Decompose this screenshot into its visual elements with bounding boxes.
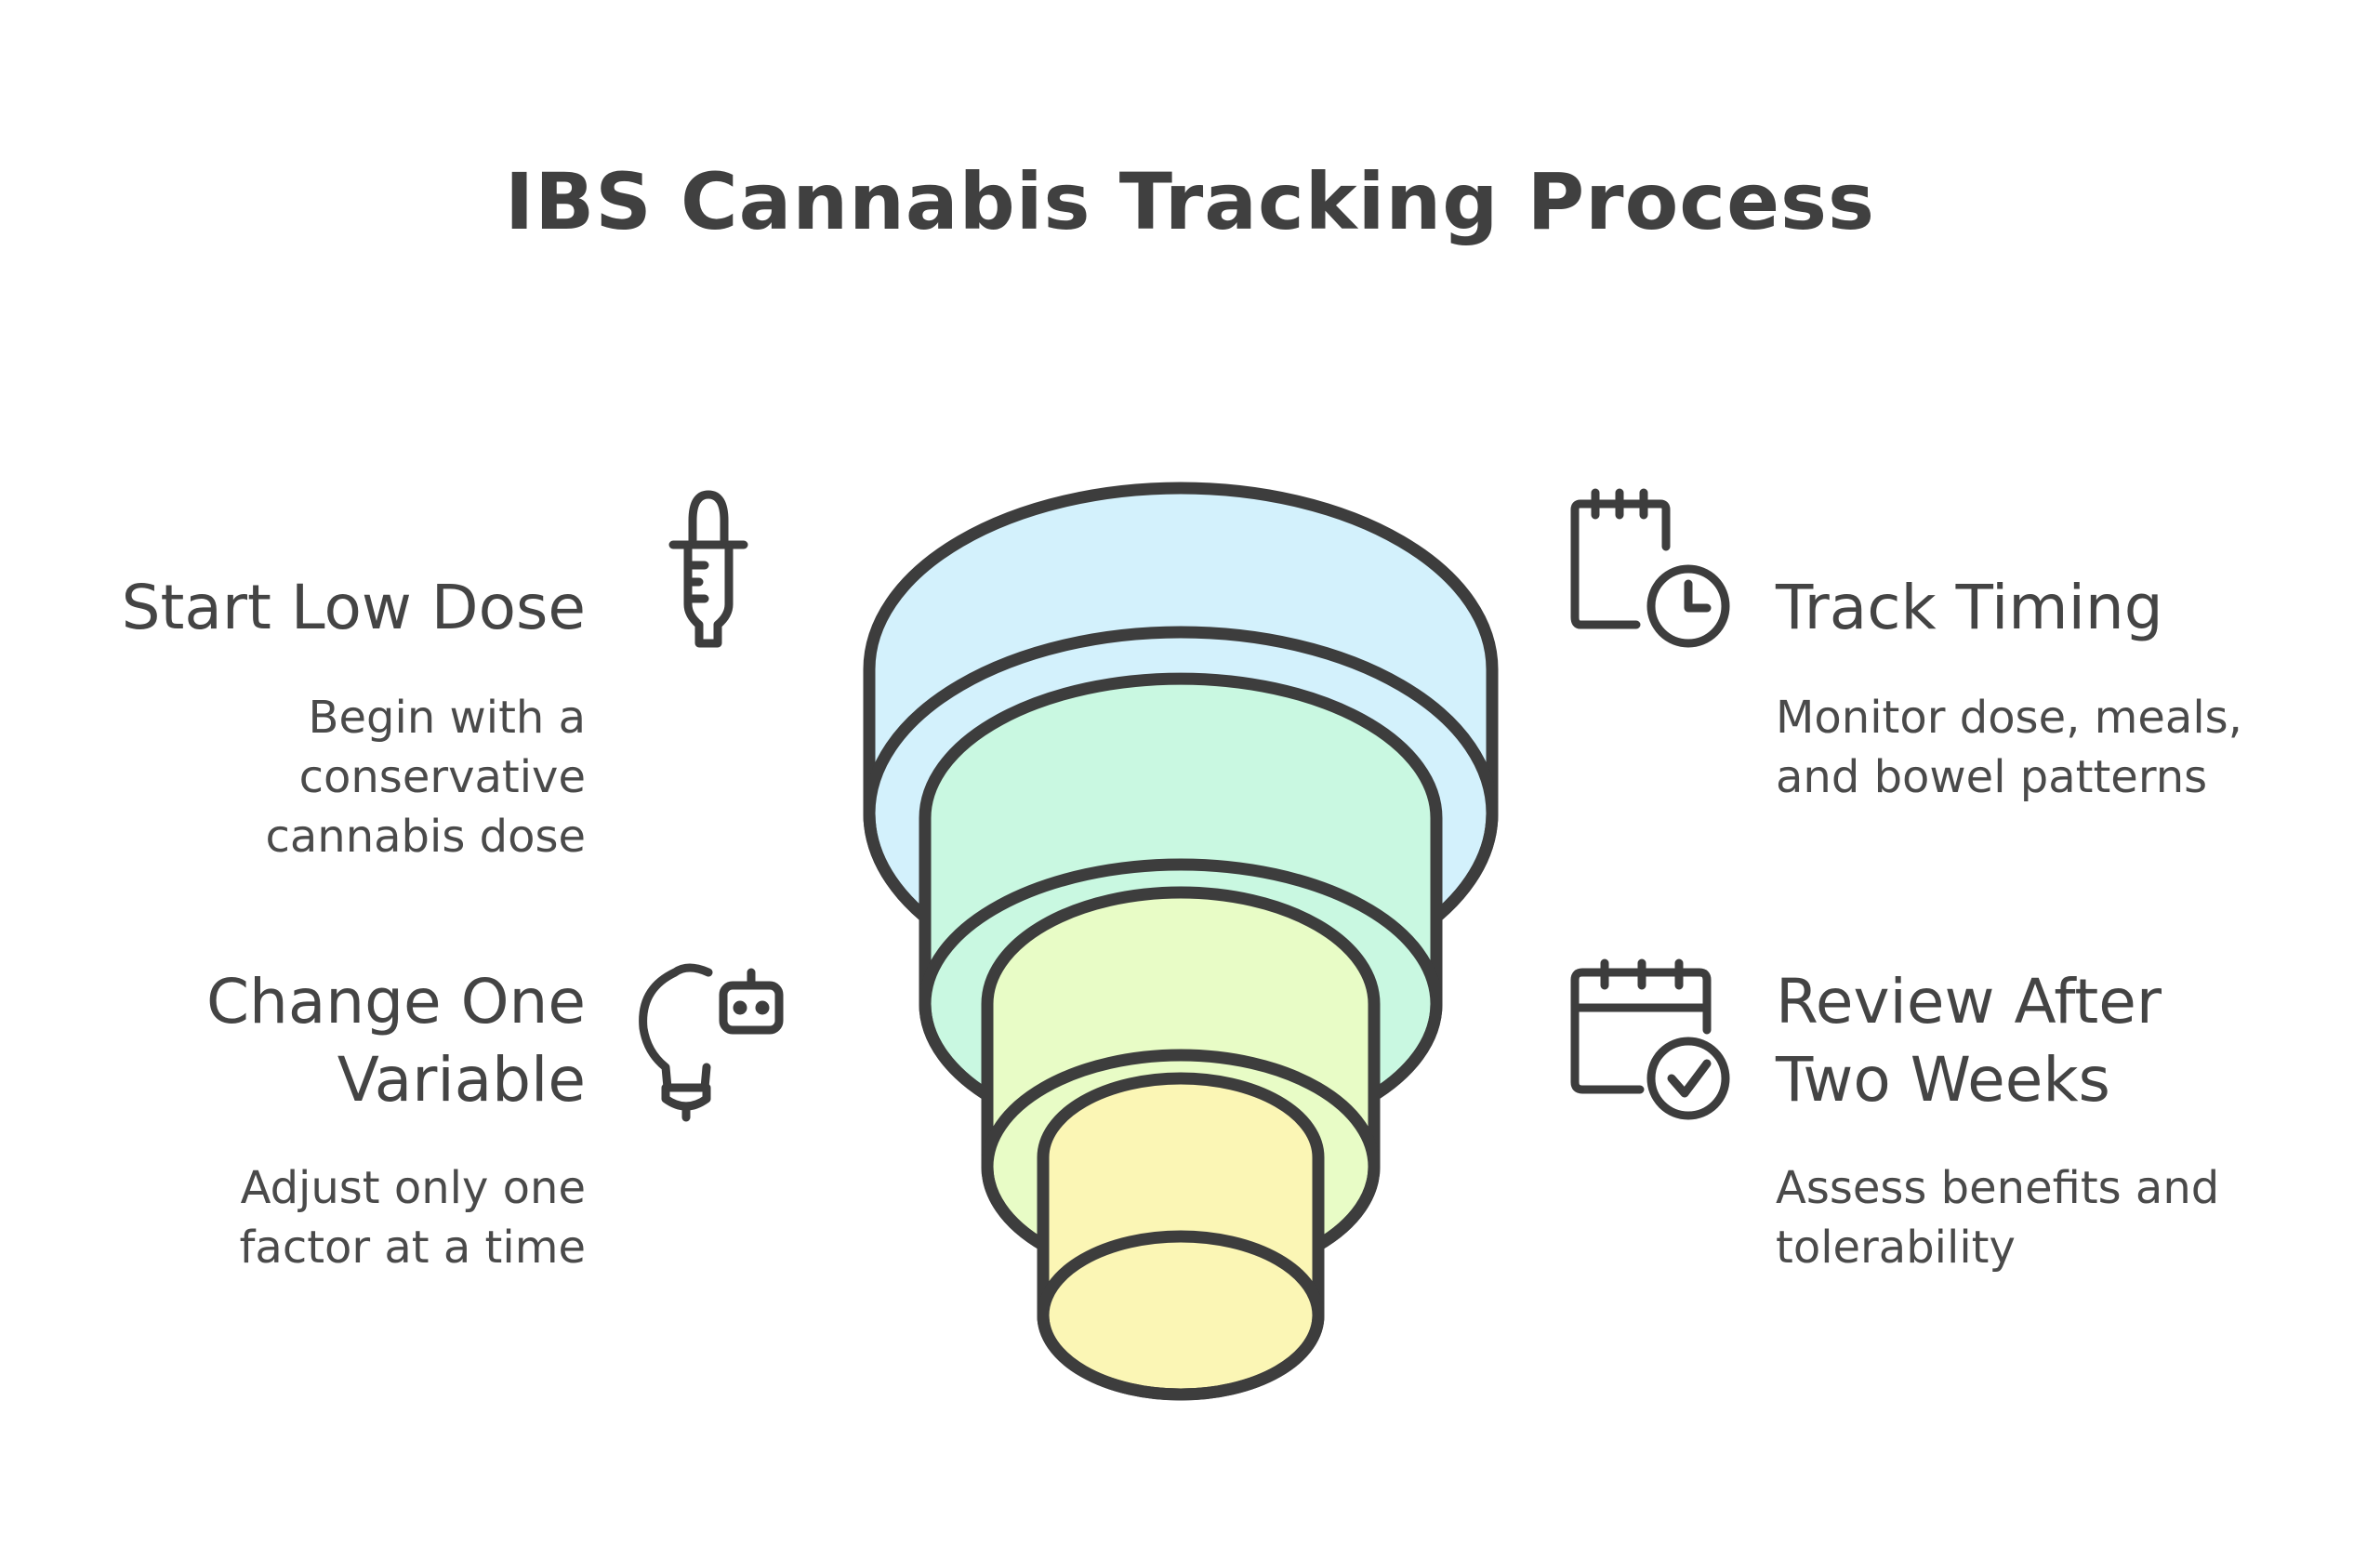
- step-desc-review-after-two-weeks: Assess benefits and tolerability: [1776, 1162, 2220, 1274]
- step-title-change-one-variable: Change One Variable: [205, 966, 586, 1116]
- layer-review-after-two-weeks: [1037, 1072, 1325, 1401]
- step-desc-start-low-dose: Begin with a conservative cannabis dose: [265, 692, 586, 863]
- step-desc-change-one-variable: Adjust only one factor at a time: [239, 1162, 587, 1274]
- step-desc-track-timing: Monitor dose, meals, and bowel patterns: [1776, 692, 2242, 803]
- page-title: IBS Cannabis Tracking Process: [504, 156, 1876, 247]
- step-title-review-after-two-weeks: Review After Two Weeks: [1776, 966, 2162, 1116]
- step-title-track-timing: Track Timing: [1776, 572, 2163, 643]
- step-title-start-low-dose: Start Low Dose: [121, 572, 586, 643]
